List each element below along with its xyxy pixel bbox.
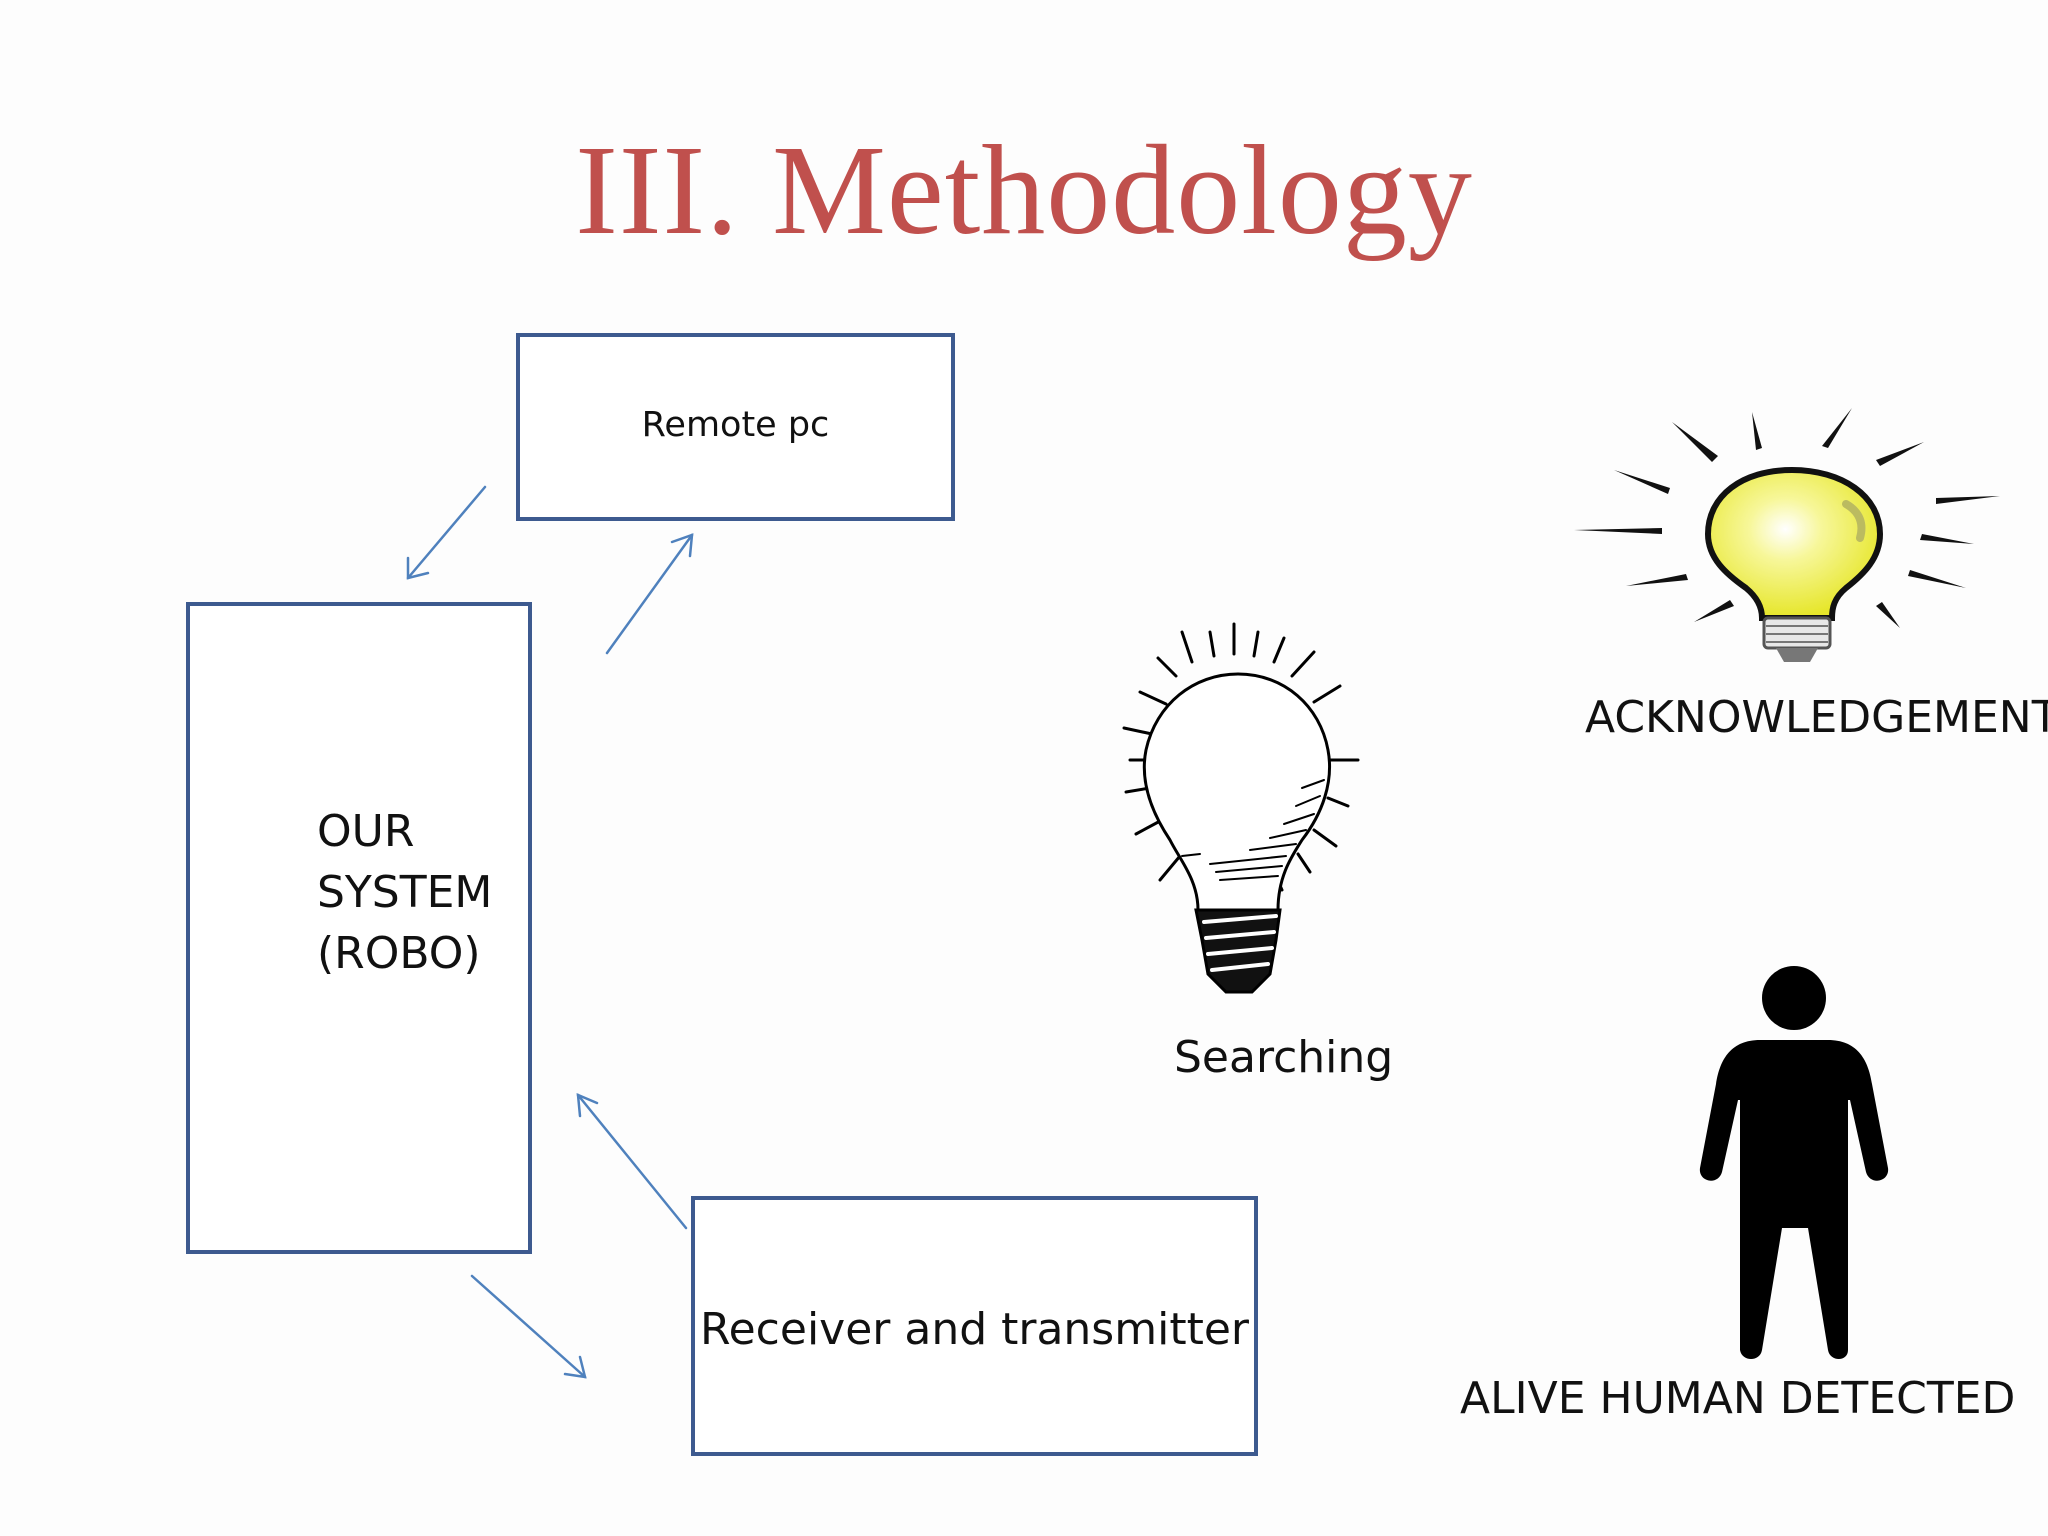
arrow-system-to-remote	[605, 533, 694, 655]
our-system-label: OUR SYSTEM (ROBO)	[317, 806, 493, 979]
slide-title: III. Methodology	[575, 119, 1473, 261]
receiver-transmitter-box: Receiver and transmitter	[691, 1196, 1258, 1456]
arrow-rt-to-system	[576, 1093, 688, 1230]
acknowledgement-label: ACKNOWLEDGEMENT	[1585, 692, 2048, 743]
alive-human-detected-label: ALIVE HUMAN DETECTED	[1460, 1373, 2016, 1424]
remote-pc-box: Remote pc	[516, 333, 955, 521]
receiver-transmitter-label: Receiver and transmitter	[700, 1304, 1249, 1355]
remote-pc-label: Remote pc	[641, 405, 830, 445]
our-system-box: OUR SYSTEM (ROBO)	[186, 602, 532, 1254]
unlit-lightbulb-icon	[1122, 622, 1360, 994]
human-figure-icon	[1699, 966, 1889, 1359]
lit-lightbulb-icon	[1574, 408, 2000, 662]
searching-label: Searching	[1174, 1032, 1394, 1083]
arrow-system-to-rt	[470, 1274, 587, 1379]
arrow-remote-to-system	[406, 485, 487, 580]
